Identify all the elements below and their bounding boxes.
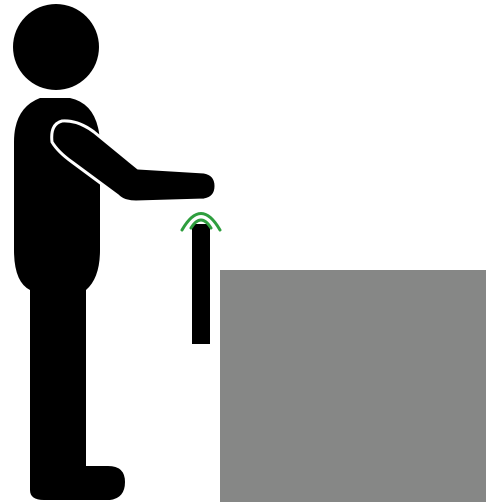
person-standing-icon (13, 4, 216, 500)
gray-block (220, 270, 486, 502)
handheld-device-icon (192, 224, 210, 344)
person-head (13, 4, 99, 90)
